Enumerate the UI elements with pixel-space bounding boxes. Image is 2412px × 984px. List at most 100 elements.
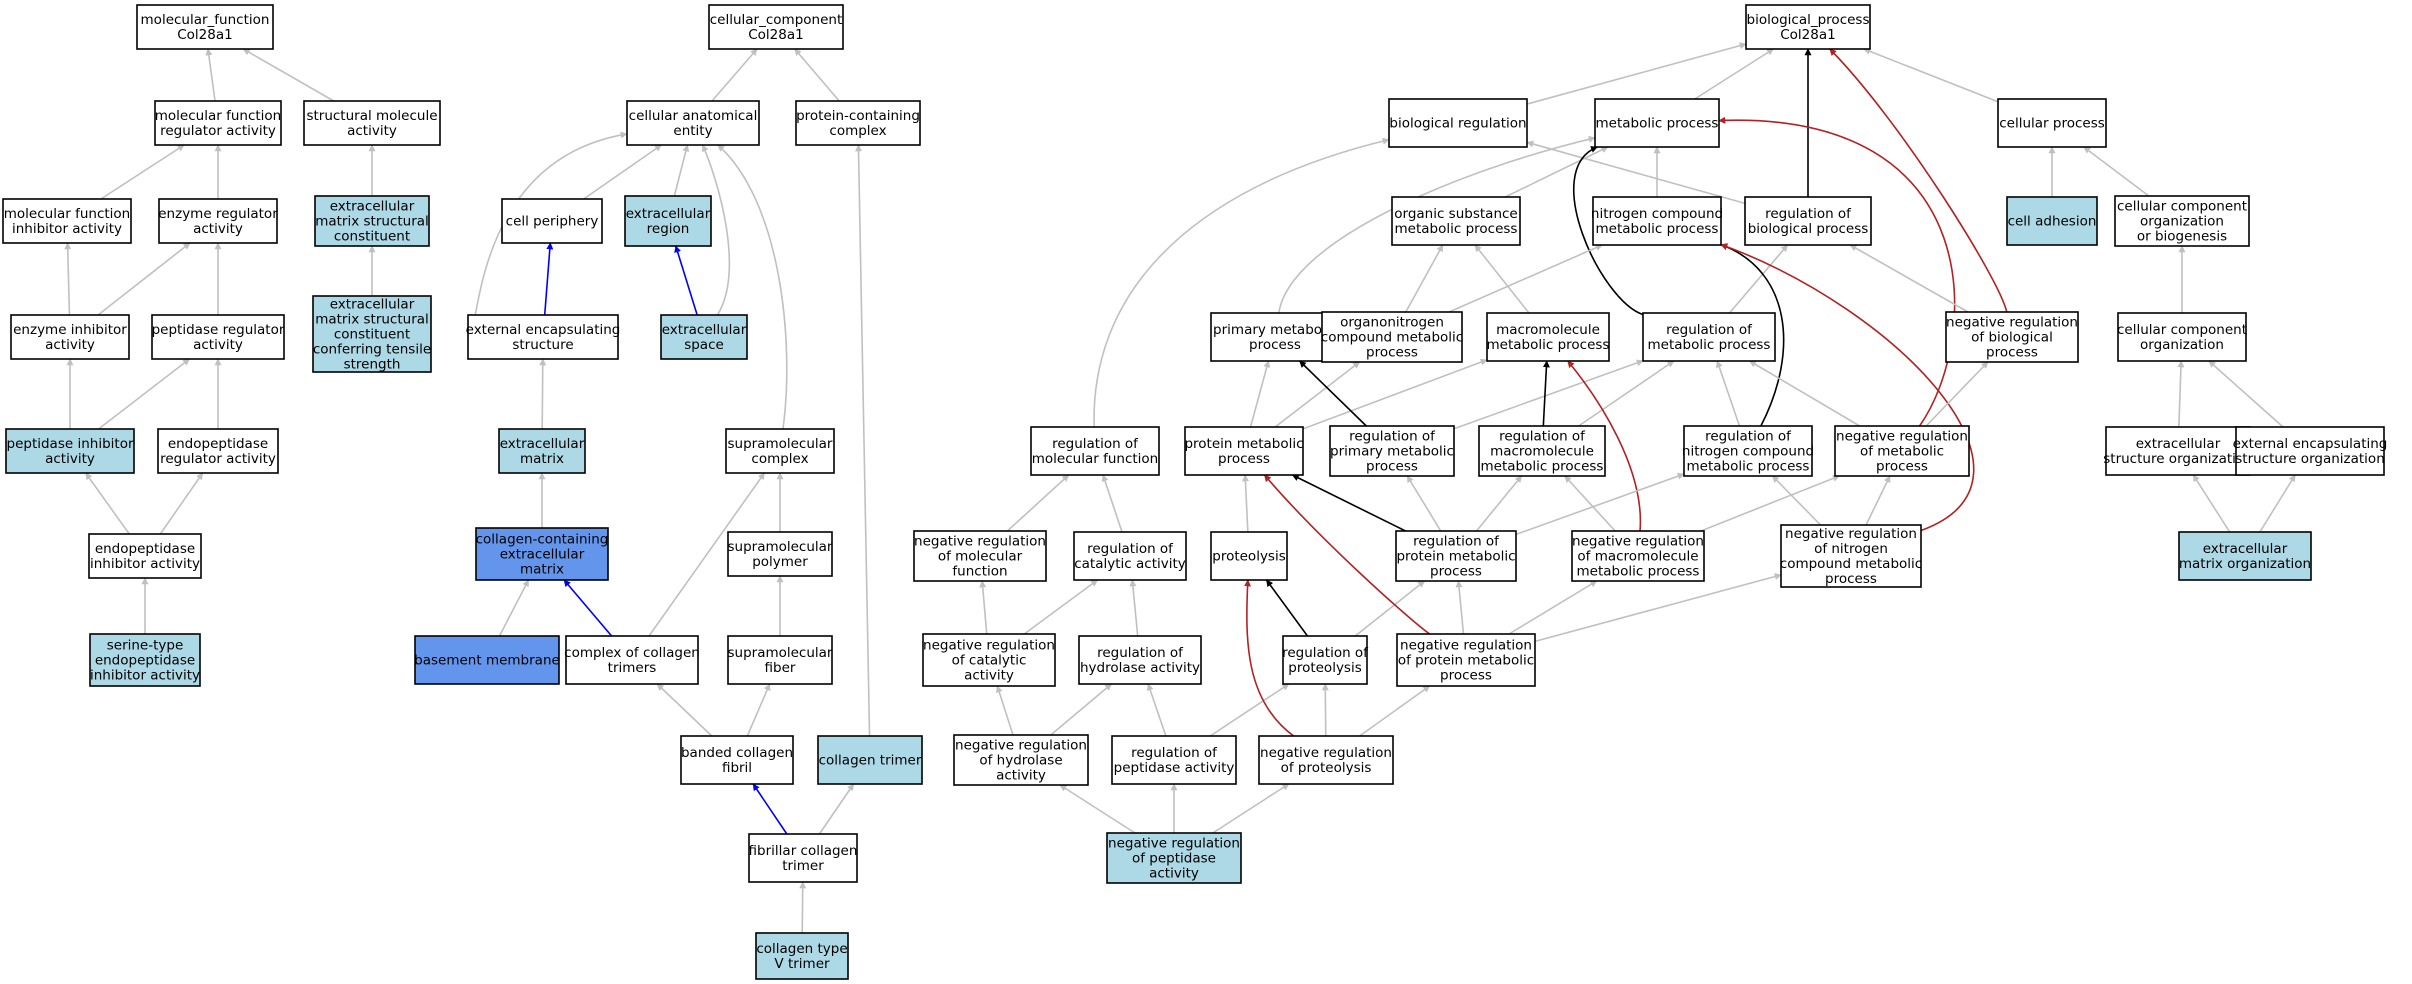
node-label-line: complex of collagen bbox=[564, 645, 700, 661]
node-label-line: organic substance bbox=[1394, 206, 1517, 222]
node-label-line: extracellular bbox=[330, 297, 415, 313]
node-label-line: proteolysis bbox=[1212, 549, 1286, 565]
node-box bbox=[795, 100, 921, 146]
node-label-line: activity bbox=[193, 221, 243, 237]
edge-is-a-reg-hydrolase-to-reg-cat bbox=[1129, 579, 1139, 637]
node-label-line: of metabolic bbox=[1860, 444, 1944, 460]
go-term-node-proteolysis[interactable]: proteolysis bbox=[1210, 531, 1288, 581]
node-label-line: negative regulation bbox=[1108, 836, 1240, 852]
node-label-line: supramolecular bbox=[727, 645, 832, 661]
node-label-line: structure organization bbox=[2103, 451, 2253, 467]
node-label-line: regulation of bbox=[1131, 745, 1218, 761]
node-label-line: of protein metabolic bbox=[1398, 653, 1534, 669]
edge-is-a-cc-org-bio-to-cell-proc bbox=[2083, 146, 2150, 197]
node-label-line: peptidase activity bbox=[1114, 760, 1235, 776]
edge-is-a-reg-macro-met-to-reg-met-proc bbox=[1578, 360, 1675, 427]
node-label-line: macromolecule bbox=[1496, 322, 1600, 338]
edge-regulates-reg-nitro-met-to-nitro-met bbox=[1720, 243, 1785, 427]
go-term-node-coll-trimer[interactable]: collagen trimer bbox=[817, 735, 923, 785]
edge-is-a-prim-met-to-met-proc bbox=[1277, 135, 1596, 314]
node-label-line: cellular_component bbox=[710, 12, 842, 28]
go-term-node-cell-periphery[interactable]: cell periphery bbox=[501, 198, 603, 244]
node-label-line: regulation of bbox=[1349, 429, 1436, 445]
node-label-line: matrix structural bbox=[315, 312, 429, 328]
node-label-line: regulation of bbox=[1413, 534, 1500, 550]
node-label-line: negative regulation bbox=[955, 738, 1087, 754]
edge-is-a-prot-met-to-orgnitro-met bbox=[1274, 361, 1361, 428]
go-term-node-basement[interactable]: basement membrane bbox=[414, 635, 560, 685]
go-term-node-cell-proc[interactable]: cellular process bbox=[1997, 98, 2107, 148]
go-term-node-cell-adhesion[interactable]: cell adhesion bbox=[2006, 196, 2098, 246]
go-term-node-bio-reg[interactable]: biological regulation bbox=[1388, 98, 1528, 148]
node-label-line: negative regulation bbox=[1572, 534, 1704, 550]
node-label-line: negative regulation bbox=[1785, 526, 1917, 542]
node-label-line: collagen-containing bbox=[476, 532, 609, 548]
node-label-line: activity bbox=[347, 123, 397, 139]
go-term-node-met-proc[interactable]: metabolic process bbox=[1594, 98, 1720, 148]
node-label-line: peptidase inhibitor bbox=[7, 436, 134, 452]
edge-regulates-reg-macro-met-to-macro-met bbox=[1542, 360, 1550, 427]
